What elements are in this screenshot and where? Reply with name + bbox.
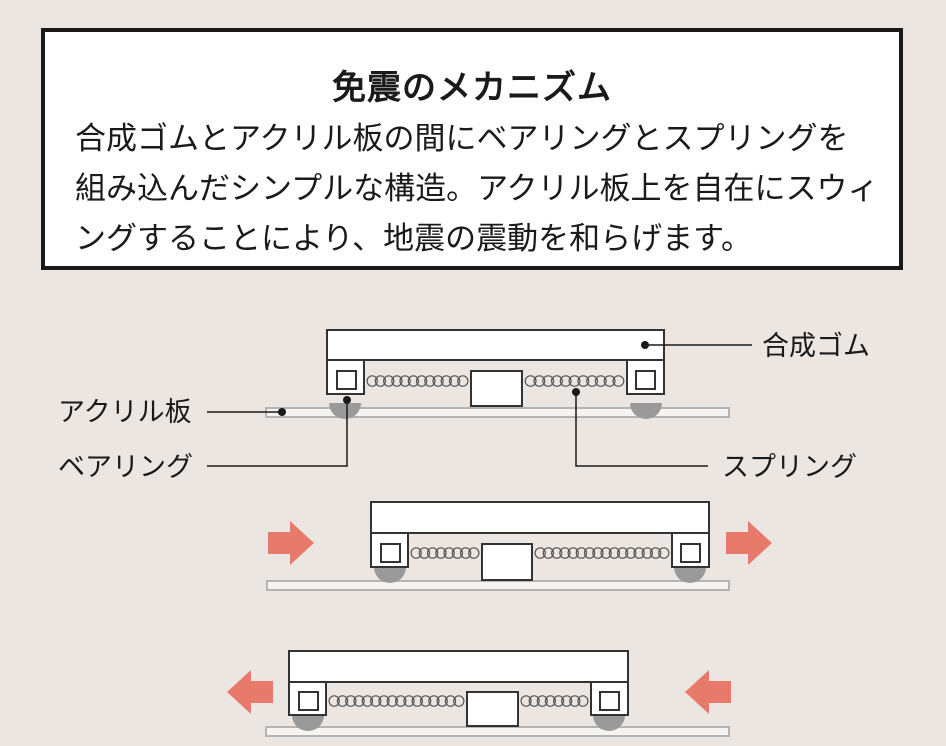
bearing-label: ベアリング <box>58 452 193 483</box>
spring-coil <box>524 375 625 387</box>
arrow-left-icon <box>227 670 273 714</box>
acrylic-label: アクリル板 <box>58 397 192 428</box>
acrylic-plate <box>266 580 730 591</box>
isolator-shifted-left <box>227 650 731 737</box>
mechanism-title: 免震のメカニズム <box>332 68 612 108</box>
right-leg <box>671 532 710 583</box>
bearing-ball <box>630 403 662 419</box>
spring-coil <box>366 375 469 387</box>
arrow-right-icon <box>726 521 772 565</box>
arrow-left-icon <box>685 670 731 714</box>
center-block <box>481 543 533 581</box>
spring-label: スプリング <box>722 452 857 483</box>
right-leg <box>626 359 665 419</box>
synthetic-rubber-slab <box>288 650 629 683</box>
synthetic-rubber-slab <box>370 501 710 534</box>
bearing-ball <box>292 715 324 731</box>
bearing-ball <box>374 567 406 583</box>
left-leg <box>326 359 365 419</box>
rubber-label: 合成ゴム <box>762 331 870 362</box>
mechanism-info-box: 免震のメカニズム 合成ゴムとアクリル板の間にベアリングとスプリングを組み込んだシ… <box>41 28 903 270</box>
isolator-at-rest: 合成ゴム アクリル板 ベアリング スプリング <box>58 329 870 483</box>
bearing-ball <box>593 715 625 731</box>
right-leg <box>590 681 629 731</box>
acrylic-plate <box>265 726 730 737</box>
spring-coil <box>328 695 465 707</box>
synthetic-rubber-slab <box>326 329 665 361</box>
left-leg <box>288 681 327 731</box>
spring-leader-line <box>572 388 708 467</box>
bearing-ball <box>329 403 361 419</box>
spring-coil <box>534 547 670 559</box>
arrow-right-icon <box>268 521 314 565</box>
isolator-shifted-right <box>266 501 772 591</box>
bearing-ball <box>674 567 706 583</box>
spring-coil <box>520 695 589 707</box>
mechanism-description: 合成ゴムとアクリル板の間にベアリングとスプリングを組み込んだシンプルな構造。アク… <box>75 121 879 257</box>
center-block <box>470 370 523 407</box>
bearing-leader-line <box>207 396 351 467</box>
spring-coil <box>410 547 480 559</box>
center-block <box>466 691 519 727</box>
left-leg <box>370 532 409 583</box>
